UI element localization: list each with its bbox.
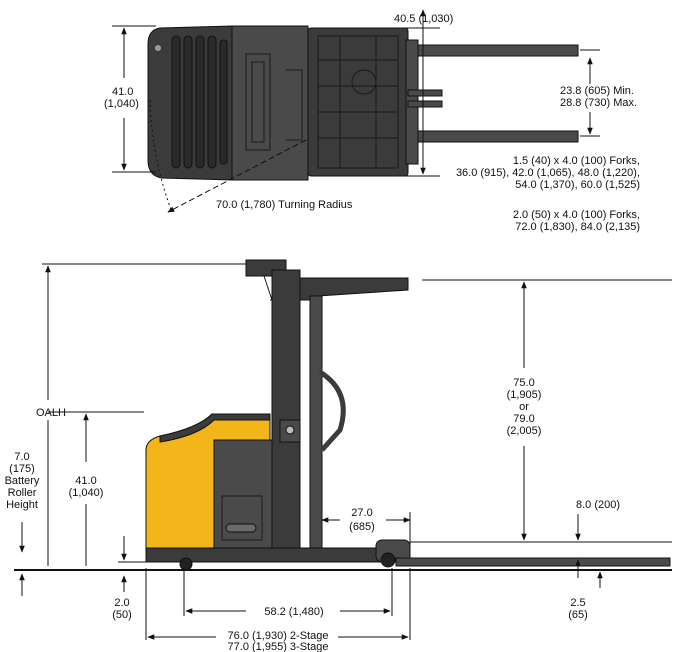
lift-height-line-4: 79.0 [513, 413, 534, 425]
forks-large-line-2: 72.0 (1,830), 84.0 (2,135) [515, 221, 640, 233]
length-2stage-label: 76.0 (1,930) 2-Stage [228, 630, 329, 642]
forks-large-line-1: 2.0 (50) x 4.0 (100) Forks, [513, 209, 640, 221]
battery-roller-line-4: Roller [8, 487, 37, 499]
ground-clearance-metric: (50) [112, 609, 132, 621]
grab-handle [318, 369, 346, 452]
top-view-bolt [155, 45, 161, 51]
top-width-value: 41.0 [112, 86, 133, 98]
rear-wheel [179, 557, 193, 571]
fork-raise-label: 8.0 (200) [576, 499, 620, 511]
top-view-fork-lower [417, 130, 579, 143]
lift-height-line-1: 75.0 [513, 377, 534, 389]
turning-radius-label: 70.0 (1,780) Turning Radius [216, 199, 353, 211]
ground-clearance-value: 2.0 [114, 597, 129, 609]
forks-small-line-3: 54.0 (1,370), 60.0 (1,525) [515, 179, 640, 191]
top-width-metric: (1,040) [104, 98, 139, 110]
turning-radius-line [167, 139, 307, 213]
forks-small-line-2: 36.0 (915), 42.0 (1,065), 48.0 (1,220), [456, 167, 640, 179]
fork-height-value: 2.5 [570, 597, 585, 609]
platform-height-metric: (1,040) [69, 487, 104, 499]
side-view-mast [271, 269, 301, 551]
fork-spread-max-label: 28.8 (730) Max. [560, 97, 637, 109]
battery-roller-line-1: 7.0 [14, 451, 29, 463]
battery-roller-line-5: Height [6, 499, 38, 511]
top-view-platform [307, 27, 409, 177]
oalh-label: OALH [36, 407, 66, 419]
platform-height-value: 41.0 [75, 475, 96, 487]
operator-compartment [213, 439, 273, 551]
top-view-vent-grille [171, 35, 228, 169]
wheelbase-label: 58.2 (1,480) [264, 606, 323, 618]
side-view [14, 259, 672, 640]
side-view-fork [395, 557, 671, 567]
overall-width-label: 40.5 (1,030) [394, 13, 453, 25]
top-view [112, 9, 600, 213]
load-center-value: 27.0 [351, 507, 372, 519]
length-3stage-label: 77.0 (1,955) 3-Stage [228, 641, 329, 652]
fork-height-metric: (65) [568, 609, 588, 621]
top-view-fork-upper [417, 44, 579, 57]
lift-height-line-2: (1,905) [507, 389, 542, 401]
lift-height-line-5: (2,005) [507, 425, 542, 437]
front-wheel [380, 552, 396, 568]
load-center-metric: (685) [349, 521, 375, 533]
forks-small-line-1: 1.5 (40) x 4.0 (100) Forks, [513, 155, 640, 167]
lift-height-line-3: or [519, 401, 529, 413]
fork-spread-min-label: 23.8 (605) Min. [560, 85, 634, 97]
battery-roller-line-2: (175) [9, 463, 35, 475]
battery-roller-line-3: Battery [5, 475, 40, 487]
